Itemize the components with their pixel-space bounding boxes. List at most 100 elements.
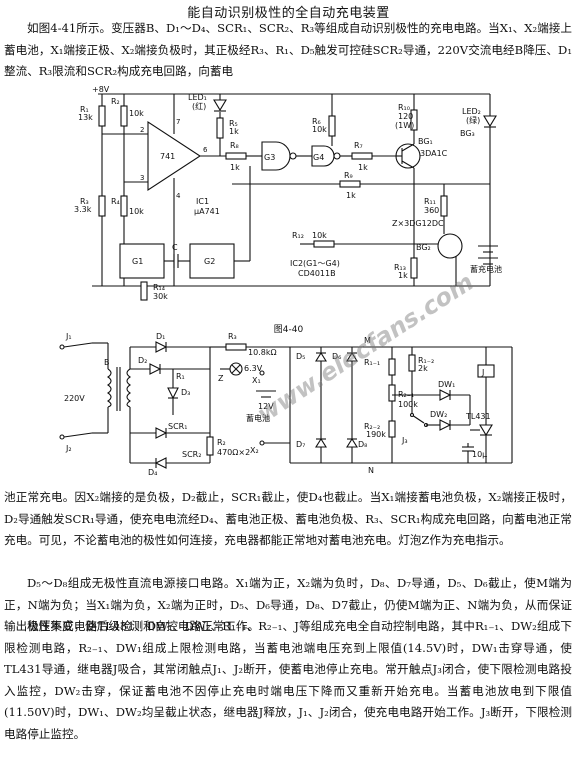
svg-text:10k: 10k	[129, 109, 144, 118]
svg-text:7: 7	[176, 118, 180, 126]
svg-text:1k: 1k	[346, 191, 356, 200]
svg-text:Z: Z	[218, 374, 224, 383]
resistor-r12	[313, 240, 335, 248]
svg-text:R₁₄: R₁₄	[153, 283, 165, 292]
svg-text:2: 2	[140, 126, 144, 134]
svg-text:G2: G2	[204, 257, 215, 266]
svg-text:R₁₃: R₁₃	[394, 263, 406, 272]
svg-text:10.8kΩ: 10.8kΩ	[248, 348, 277, 357]
transformer-primary	[107, 368, 112, 408]
svg-text:D₇: D₇	[296, 440, 305, 449]
svg-text:30k: 30k	[153, 292, 168, 301]
svg-text:蓄充电池: 蓄充电池	[470, 264, 502, 274]
svg-text:10k: 10k	[312, 125, 327, 134]
resistor-r2	[120, 105, 128, 127]
resistor-r4	[120, 195, 128, 217]
svg-text:13k: 13k	[78, 113, 93, 122]
diode-d4	[154, 457, 167, 469]
resistor-r3	[225, 343, 247, 351]
svg-text:SCR₂: SCR₂	[182, 450, 201, 459]
svg-text:R₁: R₁	[80, 105, 89, 114]
led1-icon	[213, 99, 227, 112]
paragraph-2: 池正常充电。因X₂端接的是负极，D₂截止，SCR₁截止，使D₄也截止。当X₁端接…	[4, 490, 572, 547]
resistor-r13	[410, 257, 418, 279]
svg-text:R₈: R₈	[230, 141, 239, 150]
svg-text:μA741: μA741	[194, 207, 220, 216]
svg-text:741: 741	[160, 152, 175, 161]
zener-dw1	[439, 389, 452, 401]
svg-text:D₃: D₃	[181, 388, 190, 397]
svg-text:100k: 100k	[398, 400, 418, 409]
resistor-r2-1	[388, 384, 396, 402]
resistor-r7	[351, 152, 373, 160]
svg-text:Z×3DG12DC: Z×3DG12DC	[392, 219, 444, 228]
svg-text:B: B	[104, 358, 110, 367]
svg-text:12V: 12V	[258, 402, 274, 411]
svg-text:1k: 1k	[229, 127, 239, 136]
svg-text:4: 4	[176, 192, 181, 200]
resistor-r3	[98, 195, 106, 217]
svg-text:3.3k: 3.3k	[74, 205, 92, 214]
zener-dw2	[439, 419, 452, 431]
resistor-r6	[328, 115, 336, 137]
gate-block-g2	[189, 243, 235, 279]
svg-text:6.3V: 6.3V	[244, 364, 263, 373]
diode-d3	[167, 387, 179, 400]
svg-text:(绿): (绿)	[466, 116, 480, 125]
svg-text:X₁: X₁	[252, 376, 261, 385]
svg-text:DW₂: DW₂	[430, 410, 447, 419]
vcc-label: +8V	[92, 86, 110, 94]
svg-text:BG₂: BG₂	[416, 243, 431, 252]
resistor-r2	[206, 436, 214, 456]
resistor-r11	[440, 195, 448, 217]
svg-text:10k: 10k	[312, 231, 327, 240]
svg-text:J₃: J₃	[401, 436, 408, 445]
svg-text:1k: 1k	[358, 163, 368, 172]
svg-text:1k: 1k	[230, 163, 240, 172]
svg-text:N: N	[368, 466, 374, 475]
svg-text:J₁: J₁	[65, 332, 72, 341]
svg-text:J₂: J₂	[65, 444, 72, 453]
resistor-r1-1	[388, 358, 396, 376]
paragraph-3: D₅～D₈组成无极性直流电源接口电路。X₁端为正，X₂端为负时，D₈、D₇导通，…	[4, 576, 572, 633]
resistor-r2-2	[388, 420, 396, 438]
opamp-741	[147, 120, 202, 192]
paragraph-4: 稳压集成电路TL431、DW₁、DW₂、R₁₋₁、R₂₋₁、J等组成充电全自动控…	[4, 619, 572, 741]
svg-text:R₉: R₉	[344, 171, 353, 180]
svg-text:R₄: R₄	[111, 197, 120, 206]
diode-d8	[346, 437, 358, 448]
led2-icon	[483, 115, 497, 128]
svg-text:X₂: X₂	[250, 446, 259, 455]
svg-text:R₂: R₂	[217, 438, 226, 447]
svg-text:LED₁: LED₁	[188, 93, 207, 102]
svg-text:(1W): (1W)	[395, 121, 414, 130]
svg-text:220V: 220V	[64, 394, 85, 403]
svg-text:2k: 2k	[418, 364, 428, 373]
svg-text:1k: 1k	[398, 271, 408, 280]
resistor-r1	[98, 105, 106, 127]
tl431-icon	[479, 424, 493, 437]
resistor-r5	[216, 117, 224, 139]
resistor-r1-2	[408, 354, 416, 372]
svg-text:R₂₋₂: R₂₋₂	[364, 422, 380, 431]
svg-text:G4: G4	[313, 153, 324, 162]
svg-text:G1: G1	[132, 257, 143, 266]
svg-text:SCR₁: SCR₁	[168, 422, 187, 431]
svg-text:BG₁: BG₁	[418, 137, 433, 146]
svg-text:10k: 10k	[129, 207, 144, 216]
transformer-secondary	[126, 368, 131, 408]
figure-caption: 图4-40	[273, 325, 304, 335]
svg-text:J: J	[481, 368, 484, 377]
svg-text:R₇: R₇	[354, 141, 363, 150]
svg-text:R₂: R₂	[111, 97, 120, 106]
svg-text:10μ: 10μ	[472, 450, 487, 459]
resistor-r8	[225, 152, 247, 160]
svg-text:D₅: D₅	[296, 352, 305, 361]
svg-text:TL431: TL431	[465, 412, 491, 421]
svg-text:M: M	[364, 336, 371, 345]
svg-text:3DA1C: 3DA1C	[420, 149, 448, 158]
svg-text:R₅: R₅	[229, 119, 238, 128]
svg-text:C: C	[172, 243, 178, 252]
svg-text:R₃: R₃	[80, 197, 89, 206]
svg-text:D₁: D₁	[156, 332, 165, 341]
